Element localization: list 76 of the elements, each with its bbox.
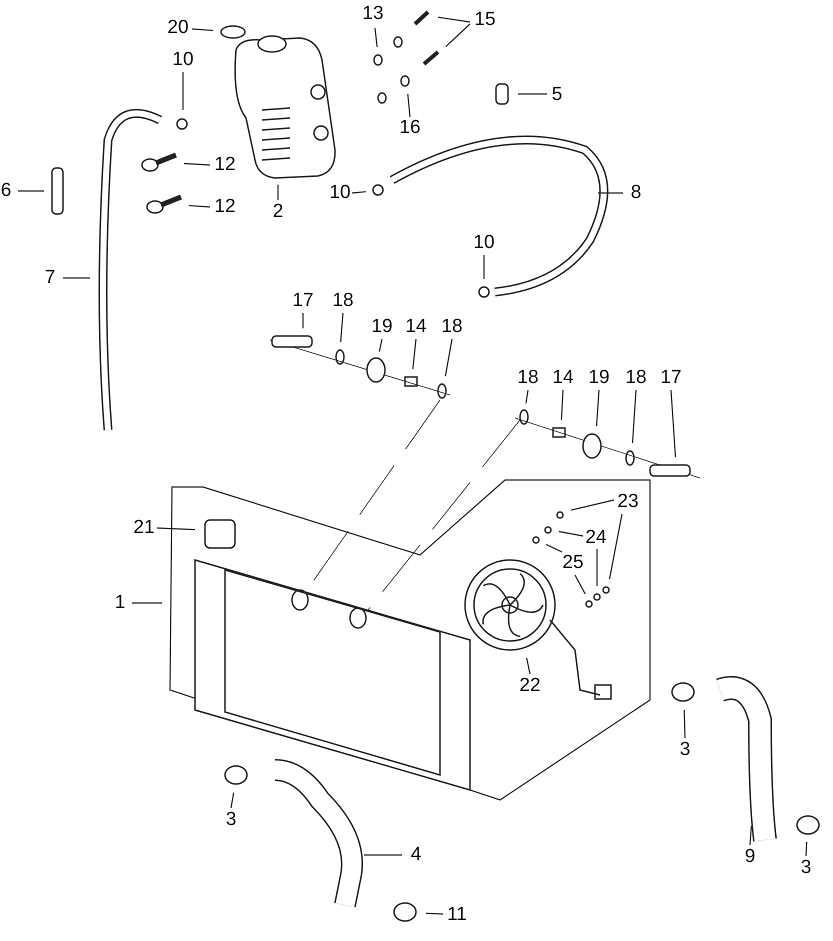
callout-number: 4: [410, 845, 422, 865]
leader-line: [18, 190, 44, 192]
callout-number: 10: [329, 183, 351, 203]
leader-line: [63, 277, 90, 279]
callout-number: 12: [214, 197, 236, 217]
callout-number: 15: [474, 10, 496, 30]
callout-number: 19: [371, 317, 393, 337]
callout-number: 14: [552, 368, 574, 388]
leader-line: [132, 602, 162, 604]
leader-line: [230, 792, 234, 808]
leader-line: [670, 390, 676, 458]
callout-number: 3: [800, 858, 812, 878]
callout-number: 2: [272, 202, 284, 222]
leader-line: [192, 28, 214, 32]
leader-line: [302, 313, 304, 328]
callout-number: 3: [226, 810, 236, 830]
leader-line: [570, 499, 614, 511]
callout-number: 25: [562, 553, 584, 573]
callout-number: 18: [517, 368, 539, 388]
leader-line: [445, 24, 470, 47]
leader-line: [805, 842, 808, 856]
leader-line: [352, 191, 366, 194]
leader-line: [364, 854, 402, 856]
callout-number: 14: [405, 317, 427, 337]
leader-line: [526, 658, 531, 674]
callout-number: 18: [441, 317, 463, 337]
leader-line: [574, 574, 586, 594]
leader-line: [560, 390, 564, 420]
leader-line: [749, 826, 752, 846]
callout-number: 9: [744, 847, 756, 867]
callout-number: 3: [680, 740, 690, 760]
leader-line: [632, 390, 637, 444]
leader-line: [184, 162, 210, 166]
callout-number: 8: [630, 183, 642, 203]
leader-line: [444, 338, 453, 376]
leader-line: [378, 338, 383, 352]
leader-line: [412, 338, 417, 370]
leader-line: [608, 514, 623, 580]
callout-number: 23: [617, 492, 639, 512]
leader-line: [598, 192, 623, 194]
callout-number: 24: [585, 528, 607, 548]
leader-line: [483, 255, 485, 279]
callout-number: 11: [447, 905, 467, 925]
leader-line: [407, 94, 411, 118]
leader-line: [546, 544, 562, 553]
leader-line: [525, 390, 529, 404]
leader-line: [188, 204, 210, 208]
callout-number: 10: [172, 50, 194, 70]
callout-number: 18: [332, 291, 354, 311]
callout-number: 13: [362, 4, 384, 24]
leader-line: [340, 312, 344, 342]
leader-line: [156, 527, 196, 530]
leader-line: [558, 530, 584, 537]
callout-number: 7: [44, 268, 56, 288]
callout-number: 18: [625, 368, 647, 388]
callout-number: 20: [167, 18, 189, 38]
callout-number: 1: [114, 593, 126, 613]
leader-line: [596, 390, 600, 426]
callout-number: 6: [0, 181, 12, 201]
callout-number: 10: [473, 233, 495, 253]
leader-line: [374, 28, 378, 48]
callout-number: 12: [214, 155, 236, 175]
leader-line: [596, 549, 598, 586]
leader-line: [518, 93, 547, 95]
leader-line: [182, 72, 184, 110]
callout-number: 17: [660, 368, 682, 388]
callout-number: 22: [519, 676, 541, 696]
callout-number: 5: [552, 85, 562, 105]
callout-number: 21: [133, 518, 155, 538]
leader-line: [438, 16, 470, 23]
callout-number: 16: [399, 118, 421, 138]
leader-line: [277, 184, 279, 200]
leader-line: [426, 912, 444, 915]
leader-line: [684, 710, 686, 738]
callout-number: 19: [588, 368, 610, 388]
callout-number: 17: [292, 291, 314, 311]
